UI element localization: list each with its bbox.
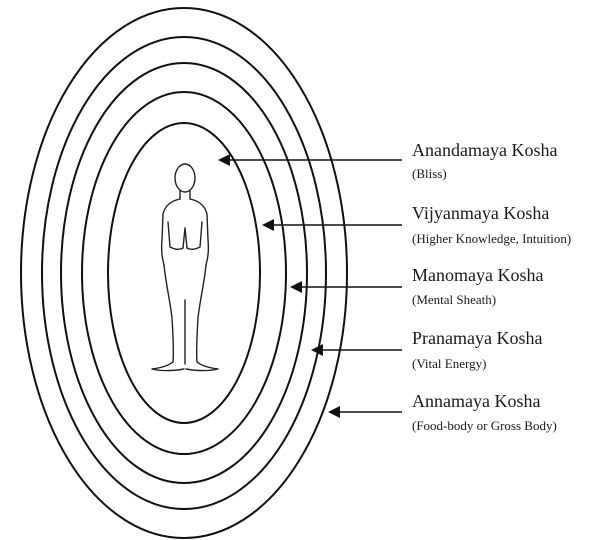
label-arrows	[218, 154, 402, 418]
sheath-description: (Mental Sheath)	[412, 292, 496, 307]
sheath-description: (Vital Energy)	[412, 356, 486, 371]
ring-vijyanmaya	[82, 92, 286, 454]
label-anandamaya: Anandamaya Kosha (Bliss)	[412, 140, 557, 181]
sheath-name: Anandamaya Kosha	[412, 140, 557, 160]
sheath-labels: Anandamaya Kosha (Bliss) Vijyanmaya Kosh…	[412, 140, 571, 433]
ring-anandamaya	[108, 123, 260, 423]
ring-manomaya	[61, 63, 307, 483]
label-annamaya: Annamaya Kosha (Food-body or Gross Body)	[412, 391, 557, 433]
sheath-rings	[21, 8, 347, 538]
label-vijyanmaya: Vijyanmaya Kosha (Higher Knowledge, Intu…	[412, 203, 571, 246]
arrow-annamaya	[328, 406, 402, 418]
label-manomaya: Manomaya Kosha (Mental Sheath)	[412, 265, 543, 307]
sheath-name: Vijyanmaya Kosha	[412, 203, 549, 223]
ring-annamaya	[21, 8, 347, 538]
sheath-name: Manomaya Kosha	[412, 265, 543, 285]
sheath-description: (Food-body or Gross Body)	[412, 418, 557, 433]
seated-meditating-figure-icon	[152, 164, 218, 371]
sheath-description: (Higher Knowledge, Intuition)	[412, 231, 571, 246]
sheath-name: Pranamaya Kosha	[412, 328, 542, 348]
sheath-name: Annamaya Kosha	[412, 391, 540, 411]
arrow-pranamaya	[311, 344, 402, 356]
label-pranamaya: Pranamaya Kosha (Vital Energy)	[412, 328, 542, 371]
ring-pranamaya	[42, 37, 326, 509]
sheath-description: (Bliss)	[412, 166, 447, 181]
